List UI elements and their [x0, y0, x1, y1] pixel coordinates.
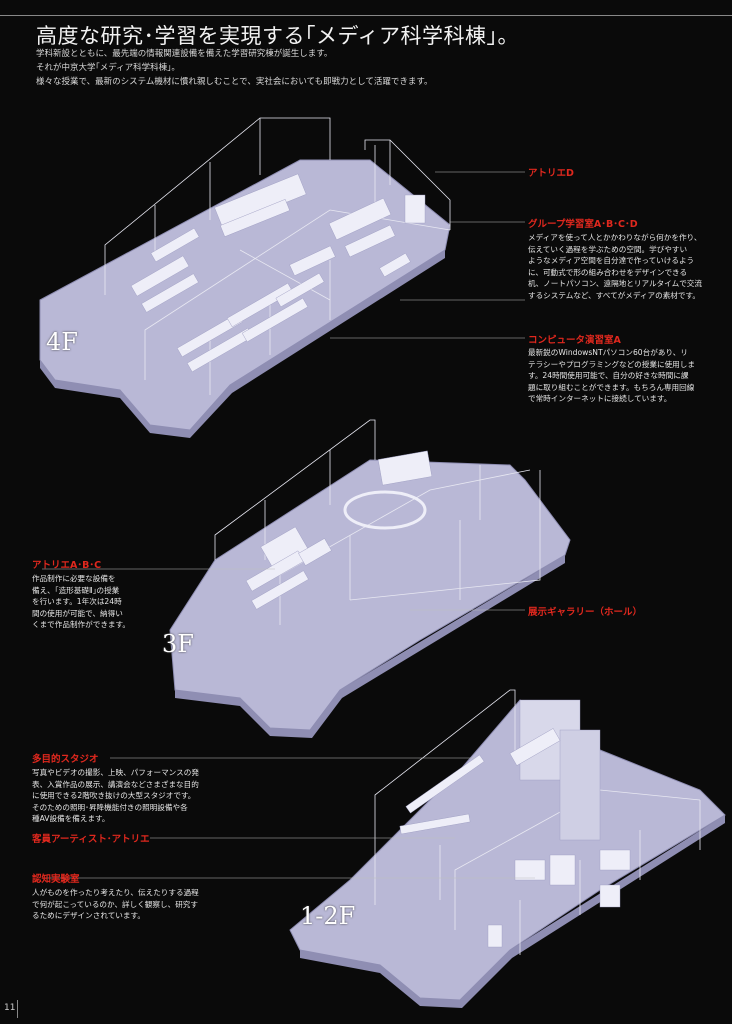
annotation-group-room-title: グループ学習室A･B･C･D	[528, 219, 638, 230]
annotation-guest-atelier-title: 客員アーティスト･アトリエ	[32, 834, 150, 845]
floor-label-4f: 4F	[46, 328, 78, 356]
page-number-rule	[17, 1000, 18, 1018]
annotation-line: で常時インターネットに接続しています。	[528, 394, 672, 404]
annotation-line: 伝えていく過程を学ぶための空間。学びやすい	[528, 244, 688, 254]
intro-line: 学科新設とともに、最先端の情報関連設備を備えた学習研究棟が誕生します。	[36, 49, 333, 59]
annotation-line: ようなメディア空間を自分達で作っていけるよう	[528, 256, 695, 266]
floor-label-1-2f: 1-2F	[300, 902, 356, 930]
annotation-gallery-title: 展示ギャラリー（ホール）	[528, 607, 643, 618]
annotation-line: 種AV設備を備えます。	[32, 814, 110, 824]
annotation-studio-title: 多目的スタジオ	[32, 754, 99, 765]
annotation-line: くまで作品制作ができます。	[32, 620, 130, 630]
floor-plan-4f	[39, 117, 525, 438]
intro-text: 学科新設とともに、最先端の情報関連設備を備えた学習研究棟が誕生します。 それが中…	[36, 47, 433, 89]
annotation-line: テラシーやプログラミングなどの授業に使用しま	[528, 359, 695, 369]
intro-line: それが中京大学｢メディア科学科棟｣。	[36, 63, 180, 73]
annotation-line: す。24時間使用可能で、自分の好きな時間に課	[528, 371, 689, 381]
annotation-line: 間の使用が可能で、納得い	[32, 608, 123, 618]
annotation-computer-room-body: 最新鋭のWindowsNTパソコン60台があり、リ テラシーやプログラミングなど…	[528, 347, 695, 405]
intro-line: 様々な授業で、最新のシステム機材に慣れ親しむことで、実社会においても即戦力として…	[36, 77, 433, 87]
annotation-line: するシステムなど、すべてがメディアの素材です。	[528, 290, 700, 300]
page-number: 11	[4, 1003, 16, 1013]
annotation-line: メディアを使って人とかかわりながら何かを作り、	[528, 233, 702, 242]
annotation-cognition-lab-body: 人がものを作ったり考えたり、伝えたりする過程 で何が起こっているのか、詳しく観察…	[32, 887, 199, 922]
floor-plan-3f	[42, 419, 571, 738]
annotation-line: に、可動式で形の組み合わせをデザインできる	[528, 267, 688, 277]
annotation-atelier-abc-title: アトリエA･B･C	[32, 560, 102, 571]
annotation-atelier-d-title: アトリエD	[528, 168, 574, 179]
annotation-computer-room-title: コンピュータ演習室A	[528, 335, 621, 346]
top-rule	[0, 15, 732, 16]
annotation-line: 写真やビデオの撮影、上映、パフォーマンスの発	[32, 768, 199, 777]
annotation-line: で何が起こっているのか、詳しく観察し、研究す	[32, 899, 198, 909]
annotation-studio-body: 写真やビデオの撮影、上映、パフォーマンスの発 表、入賞作品の展示、講演会などさま…	[32, 767, 199, 825]
floor-label-3f: 3F	[162, 630, 194, 658]
annotation-line: 表、入賞作品の展示、講演会などさまざまな目的	[32, 779, 199, 789]
annotation-line: 最新鋭のWindowsNTパソコン60台があり、リ	[528, 348, 688, 357]
annotation-atelier-abc-body: 作品制作に必要な設備を 備え、｢造形基礎Ⅱ｣の授業 を行います。1年次は24時 …	[32, 573, 130, 631]
annotation-line: 人がものを作ったり考えたり、伝えたりする過程	[32, 888, 199, 897]
annotation-line: 机、ノートパソコン、遠隔地とリアルタイムで交流	[528, 279, 702, 289]
annotation-line: 作品制作に必要な設備を	[32, 574, 116, 583]
annotation-line: るためにデザインされています。	[32, 911, 145, 921]
floor-plan-1-2f	[42, 689, 726, 1008]
annotation-line: 題に取り組むことができます。もちろん専用回線	[528, 382, 695, 392]
annotation-cognition-lab-title: 認知実験室	[32, 874, 80, 885]
annotation-group-room-body: メディアを使って人とかかわりながら何かを作り、 伝えていく過程を学ぶための空間。…	[528, 232, 702, 302]
annotation-line: を行います。1年次は24時	[32, 597, 122, 607]
annotation-line: に使用できる2階吹き抜けの大型スタジオです。	[32, 791, 196, 801]
annotation-line: そのための照明･昇降機能付きの照明設備や各	[32, 802, 188, 812]
page-title: 高度な研究･学習を実現する｢メディア科学科棟｣。	[36, 24, 520, 48]
annotation-line: 備え、｢造形基礎Ⅱ｣の授業	[32, 585, 120, 595]
